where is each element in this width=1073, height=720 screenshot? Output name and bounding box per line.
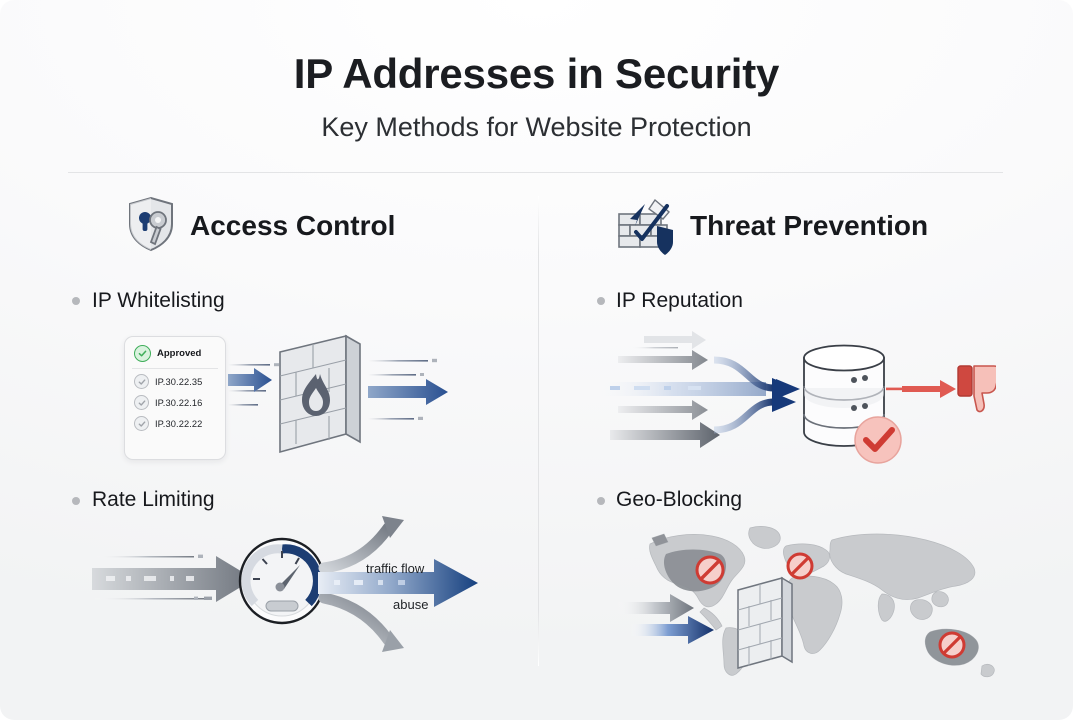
world-map-blocking-diagram	[586, 520, 1006, 680]
gray-check-icon	[134, 374, 149, 389]
approved-ip-card: Approved IP.30.22.35 IP.30.22.16 IP.30.2…	[124, 336, 226, 460]
approved-card-header: Approved	[134, 345, 216, 368]
bullet-rate-limiting	[72, 497, 80, 505]
column-divider	[538, 196, 539, 666]
item-label-geo-blocking: Geo-Blocking	[616, 488, 743, 511]
approved-ip-row: IP.30.22.16	[134, 395, 216, 410]
database-reputation-diagram	[596, 330, 1001, 470]
australia-block-badge	[938, 631, 966, 659]
section-threat-prevention: Threat Prevention	[560, 196, 1030, 258]
section-header-threat-prevention: Threat Prevention	[560, 196, 1030, 258]
approved-ip-value: IP.30.22.16	[155, 397, 203, 408]
approved-card-title: Approved	[157, 348, 202, 359]
section-title-access-control: Access Control	[190, 210, 396, 241]
thumbs-down-icon	[957, 365, 1001, 413]
whitelist-firewall-diagram	[228, 330, 458, 470]
approved-ip-value: IP.30.22.22	[155, 418, 203, 429]
red-check-badge-icon	[854, 416, 902, 464]
approved-ip-row: IP.30.22.35	[134, 374, 216, 389]
bullet-ip-whitelisting	[72, 297, 80, 305]
section-header-access-control: Access Control	[68, 196, 538, 258]
bullet-ip-reputation	[597, 297, 605, 305]
item-label-rate-limiting: Rate Limiting	[92, 488, 215, 511]
gauge-flow-diagram	[86, 512, 486, 672]
item-label-ip-reputation: IP Reputation	[616, 289, 743, 312]
geo-firewall-wall	[737, 576, 793, 669]
approved-ip-row: IP.30.22.22	[134, 416, 216, 431]
section-title-threat-prevention: Threat Prevention	[690, 210, 929, 241]
approved-ip-value: IP.30.22.35	[155, 376, 203, 387]
europe-block-badge	[786, 552, 814, 580]
green-check-icon	[134, 345, 151, 362]
item-label-ip-whitelisting: IP Whitelisting	[92, 289, 225, 312]
flow-label-traffic-flow: traffic flow	[366, 561, 425, 576]
north-america-block-badge	[695, 555, 725, 585]
gray-check-icon	[134, 416, 149, 431]
shield-key-icon	[120, 196, 182, 254]
approved-card-divider	[132, 368, 218, 369]
page-subtitle: Key Methods for Website Protection	[321, 112, 752, 142]
header-divider	[68, 172, 1003, 173]
flow-label-abuse: abuse	[393, 597, 429, 612]
brick-wall-shield-icon	[615, 196, 677, 255]
bullet-geo-blocking	[597, 497, 605, 505]
gray-check-icon	[134, 395, 149, 410]
section-access-control: Access Control	[68, 196, 538, 258]
page-title: IP Addresses in Security	[293, 50, 780, 97]
